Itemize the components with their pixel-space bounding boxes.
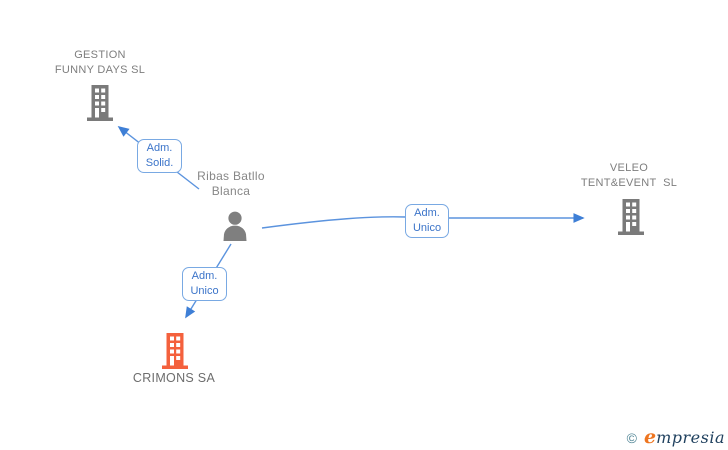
brand-initial: e xyxy=(644,426,657,448)
building-icon[interactable] xyxy=(617,198,645,235)
company-name-line: VELEO xyxy=(609,162,649,174)
relation-label-line: Unico xyxy=(412,222,442,234)
relation-label-line: Adm. xyxy=(146,142,173,154)
edge-person-to-veleo-left xyxy=(261,216,407,229)
relation-label-line: Solid. xyxy=(145,157,174,169)
company-label-crimons[interactable]: CRIMONS SA xyxy=(94,371,254,386)
company-name-line: CRIMONS SA xyxy=(132,371,216,385)
relation-label-line: Unico xyxy=(190,285,219,297)
building-icon[interactable] xyxy=(86,84,114,121)
relation-box-adm-unico-veleo: Adm. Unico xyxy=(405,204,449,238)
company-name-line: TENT&EVENT SL xyxy=(580,177,678,189)
company-label-gestion-funny-days[interactable]: GESTION FUNNY DAYS SL xyxy=(20,48,180,78)
person-name-line: Ribas Batllo xyxy=(197,169,265,183)
building-icon[interactable] xyxy=(161,332,189,369)
person-icon[interactable] xyxy=(219,211,251,241)
relation-label-line: Adm. xyxy=(191,270,218,282)
person-name-line: Blanca xyxy=(211,184,251,198)
person-label-ribas-batllo-blanca[interactable]: Ribas Batllo Blanca xyxy=(151,169,311,199)
empresia-logo[interactable]: © e mpresia xyxy=(627,426,725,448)
copyright-icon: © xyxy=(626,430,637,446)
relation-box-adm-solid: Adm. Solid. xyxy=(137,139,182,173)
company-name-line: FUNNY DAYS SL xyxy=(54,64,146,76)
company-label-veleo-tentevent[interactable]: VELEO TENT&EVENT SL xyxy=(549,161,709,191)
brand-name: mpresia xyxy=(656,428,725,447)
company-name-line: GESTION xyxy=(74,49,126,61)
relation-label-line: Adm. xyxy=(414,207,440,219)
relation-box-adm-unico-crimons: Adm. Unico xyxy=(182,267,227,301)
